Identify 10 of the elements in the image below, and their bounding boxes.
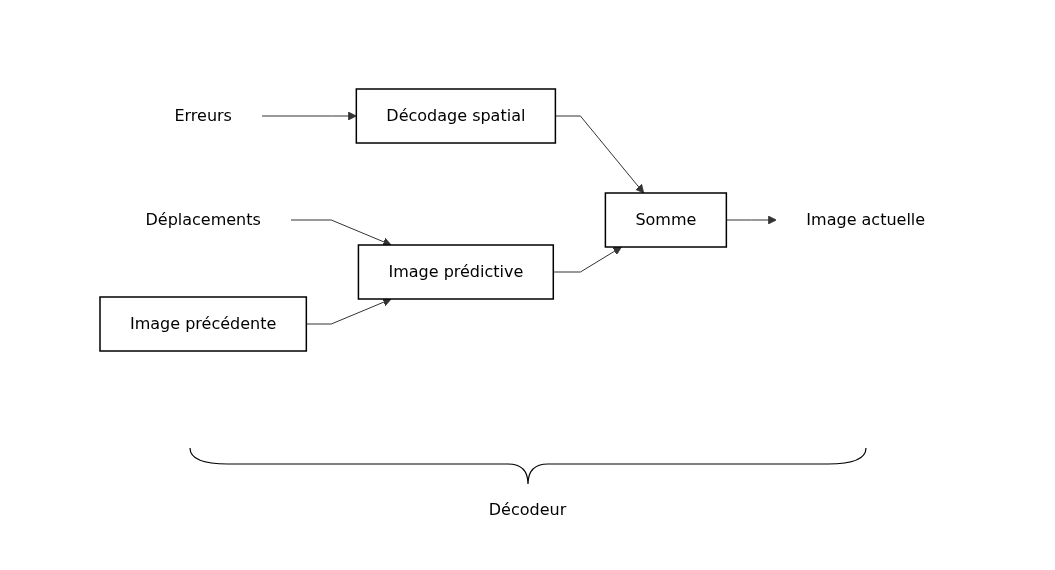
node-text: Déplacements [145,210,261,229]
node-text: Erreurs [174,106,232,125]
arrow [261,111,357,121]
node-text: Image actuelle [806,210,926,229]
node-box: Décodage spatial [355,88,557,144]
node-box: Image précédente [99,296,307,352]
node-box: Image prédictive [357,244,554,300]
arrow [290,219,392,246]
group-label: Décodeur [488,500,567,519]
node-box: Somme [604,192,728,248]
